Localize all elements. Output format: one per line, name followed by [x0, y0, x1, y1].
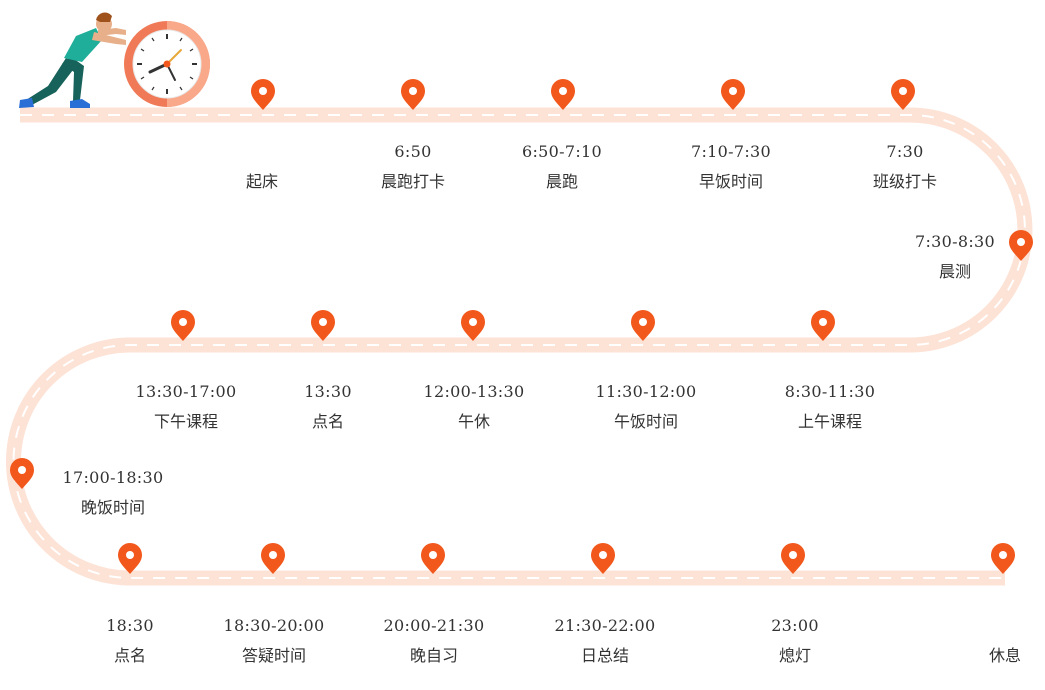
schedule-time: 18:30 — [106, 616, 154, 635]
schedule-time — [910, 616, 1045, 636]
schedule-label: 下午课程 — [153, 412, 218, 431]
location-pin-icon — [721, 79, 745, 110]
schedule-time: 6:50-7:10 — [522, 142, 602, 161]
location-pin-icon — [631, 310, 655, 341]
location-pin-icon — [261, 543, 285, 574]
location-pin-icon — [10, 458, 34, 489]
location-pin-icon — [461, 310, 485, 341]
schedule-label: 点名 — [311, 412, 344, 431]
schedule-time: 7:30-8:30 — [915, 232, 995, 251]
location-pin-icon — [811, 310, 835, 341]
schedule-time: 11:30-12:00 — [595, 382, 697, 401]
schedule-label: 晚饭时间 — [80, 498, 145, 517]
schedule-time: 6:50 — [394, 142, 432, 161]
schedule-item: 8:30-11:30 上午课程 — [735, 382, 925, 432]
schedule-item: 7:30-8:30 晨测 — [860, 232, 1045, 282]
location-pin-icon — [401, 79, 425, 110]
schedule-item: 休息 — [910, 616, 1045, 666]
schedule-label: 晨跑 — [545, 172, 578, 191]
schedule-label: 晚自习 — [409, 646, 458, 665]
schedule-label: 日总结 — [580, 646, 629, 665]
schedule-label: 休息 — [988, 646, 1021, 665]
schedule-time: 12:00-13:30 — [423, 382, 525, 401]
clock-icon — [124, 21, 210, 107]
schedule-time: 13:30-17:00 — [135, 382, 237, 401]
schedule-time: 17:00-18:30 — [62, 468, 164, 487]
schedule-label: 晨跑打卡 — [380, 172, 445, 191]
schedule-item: 起床 — [167, 142, 357, 192]
schedule-time: 8:30-11:30 — [784, 382, 876, 401]
location-pin-icon — [251, 79, 275, 110]
location-pin-icon — [421, 543, 445, 574]
location-pin-icon — [781, 543, 805, 574]
location-pin-icon — [591, 543, 615, 574]
schedule-item: 12:00-13:30 午休 — [379, 382, 569, 432]
person-pushing-clock-icon — [19, 12, 210, 108]
schedule-label: 午休 — [457, 412, 490, 431]
schedule-item: 20:00-21:30 晚自习 — [339, 616, 529, 666]
schedule-time: 7:10-7:30 — [691, 142, 771, 161]
runner-figure — [19, 12, 126, 108]
schedule-item: 18:30 点名 — [35, 616, 225, 666]
schedule-item: 11:30-12:00 午饭时间 — [551, 382, 741, 432]
location-pin-icon — [118, 543, 142, 574]
location-pin-icon — [991, 543, 1015, 574]
schedule-time: 23:00 — [771, 616, 819, 635]
schedule-label: 答疑时间 — [241, 646, 306, 665]
schedule-label: 起床 — [245, 172, 278, 191]
location-pin-icon — [891, 79, 915, 110]
schedule-item: 7:10-7:30 早饭时间 — [636, 142, 826, 192]
schedule-label: 熄灯 — [778, 646, 811, 665]
schedule-item: 7:30 班级打卡 — [810, 142, 1000, 192]
schedule-label: 午饭时间 — [613, 412, 678, 431]
schedule-item: 18:30-20:00 答疑时间 — [179, 616, 369, 666]
schedule-item: 17:00-18:30 晚饭时间 — [18, 468, 208, 518]
schedule-time: 7:30 — [886, 142, 924, 161]
schedule-label: 早饭时间 — [698, 172, 763, 191]
schedule-item: 21:30-22:00 日总结 — [510, 616, 700, 666]
schedule-label: 点名 — [113, 646, 146, 665]
schedule-item: 6:50-7:10 晨跑 — [467, 142, 657, 192]
schedule-time: 20:00-21:30 — [383, 616, 485, 635]
location-pin-icon — [171, 310, 195, 341]
location-pin-icon — [1009, 230, 1033, 261]
schedule-label: 晨测 — [938, 262, 971, 281]
schedule-time: 21:30-22:00 — [554, 616, 656, 635]
schedule-label: 班级打卡 — [872, 172, 937, 191]
location-pin-icon — [311, 310, 335, 341]
schedule-item: 13:30-17:00 下午课程 — [91, 382, 281, 432]
schedule-item: 23:00 熄灯 — [700, 616, 890, 666]
location-pin-icon — [551, 79, 575, 110]
schedule-label: 上午课程 — [797, 412, 862, 431]
schedule-item: 6:50 晨跑打卡 — [318, 142, 508, 192]
schedule-item: 13:30 点名 — [233, 382, 423, 432]
schedule-time: 13:30 — [304, 382, 352, 401]
schedule-time: 18:30-20:00 — [223, 616, 325, 635]
